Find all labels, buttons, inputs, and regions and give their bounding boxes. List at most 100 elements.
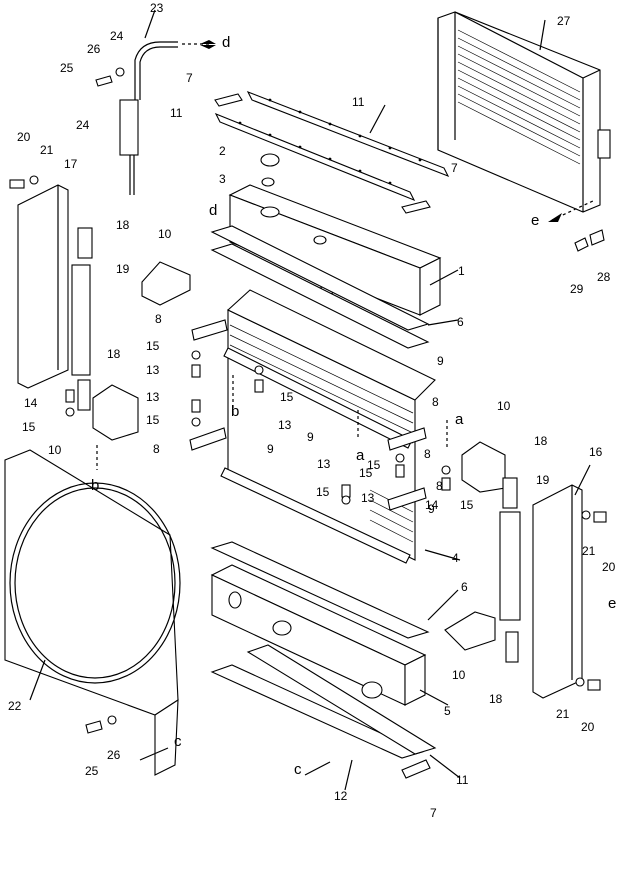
label-28: 28 [597, 270, 611, 284]
plate-8-d [387, 487, 427, 511]
label-b-upper: b [231, 403, 240, 420]
label-25-lower: 25 [85, 764, 99, 778]
label-15-d: 15 [359, 466, 373, 480]
gasket-6-upper [210, 225, 430, 331]
label-15-f: 15 [367, 458, 381, 472]
label-8-lower-right: 8 [436, 479, 443, 493]
label-6-upper: 6 [457, 315, 464, 329]
label-a-core: a [356, 447, 365, 464]
label-13-a: 13 [146, 363, 160, 377]
label-8-middle-right: 8 [424, 447, 431, 461]
bolt-25-lower [85, 720, 103, 734]
pipe-23 [134, 41, 178, 100]
label-18-right-lower: 18 [489, 692, 503, 706]
washer-26-lower [107, 715, 117, 725]
bracket-10-left [92, 384, 139, 441]
label-7-lower: 7 [430, 806, 437, 820]
label-15-g: 15 [460, 498, 474, 512]
label-20-right-lower: 20 [581, 720, 595, 734]
label-29: 29 [570, 282, 584, 296]
label-8-upper-left: 8 [155, 312, 162, 326]
label-15-c: 15 [146, 413, 160, 427]
label-18-middle-left: 18 [107, 347, 121, 361]
pad-18-upper-right [502, 477, 518, 509]
label-10-right-upper: 10 [497, 399, 511, 413]
plug-3 [261, 177, 275, 187]
bolt-28 [589, 229, 605, 246]
pad-18-lower-left [77, 379, 91, 411]
label-13-b: 13 [146, 390, 160, 404]
label-10-left: 10 [48, 443, 62, 457]
label-13-e: 13 [361, 491, 375, 505]
gasket-6-lower [210, 541, 430, 639]
strip-11-upper-a [246, 90, 450, 178]
label-b-lower: b [91, 477, 100, 494]
label-9-right-upper: 9 [437, 354, 444, 368]
label-c-left: c [174, 733, 182, 750]
strip-19-right [499, 511, 521, 621]
label-19-left: 19 [116, 262, 130, 276]
label-9-lower: 9 [428, 502, 435, 516]
strip-19-left [71, 264, 91, 376]
strip-9-a [223, 347, 413, 449]
pad-18-upper-left [77, 227, 93, 259]
label-7-upper: 7 [186, 71, 193, 85]
washer-29 [574, 237, 589, 252]
label-9-middle-2: 9 [267, 442, 274, 456]
label-21-right-lower: 21 [556, 707, 570, 721]
label-24-side: 24 [76, 118, 90, 132]
plate-7-lower [401, 759, 431, 779]
cap-2 [260, 153, 280, 167]
label-15-b: 15 [280, 390, 294, 404]
arrow-d-top [200, 40, 216, 49]
plate-7-right [401, 200, 431, 214]
bracket-10-right [461, 441, 506, 493]
strip-9-b [220, 467, 411, 564]
label-7-right: 7 [451, 161, 458, 175]
label-15-e: 15 [316, 485, 330, 499]
lower-tank-5 [210, 564, 427, 706]
label-23: 23 [150, 1, 164, 15]
label-26-top: 26 [87, 42, 101, 56]
label-18-right-upper: 18 [534, 434, 548, 448]
label-27: 27 [557, 14, 571, 28]
label-9-middle: 9 [307, 430, 314, 444]
label-11-lower: 11 [456, 773, 469, 787]
label-11-left: 11 [170, 106, 183, 120]
strip-11-upper-b [214, 112, 416, 202]
bracket-10-upper [141, 261, 191, 306]
label-26-lower: 26 [107, 748, 121, 762]
label-13-d: 13 [317, 457, 331, 471]
label-18-upper-left: 18 [116, 218, 130, 232]
label-15-a: 15 [146, 339, 160, 353]
plate-8-b [189, 427, 227, 451]
label-e-right: e [608, 595, 617, 612]
label-22: 22 [8, 699, 22, 713]
label-15-left: 15 [22, 420, 36, 434]
label-17: 17 [64, 157, 78, 171]
label-21-right-upper: 21 [582, 544, 596, 558]
fan-shroud-22 [4, 449, 181, 776]
label-10-lower: 10 [452, 668, 466, 682]
oil-cooler-27 [437, 11, 611, 213]
label-21-upper-left: 21 [40, 143, 54, 157]
washer-26 [115, 67, 125, 77]
plate-8-c [387, 427, 427, 451]
label-14-left: 14 [24, 396, 38, 410]
label-2: 2 [219, 144, 226, 158]
label-1: 1 [458, 264, 465, 278]
label-25-top: 25 [60, 61, 74, 75]
label-6-lower: 6 [461, 580, 468, 594]
bracket-10-lower [444, 611, 496, 651]
label-19-right: 19 [536, 473, 550, 487]
label-3: 3 [219, 172, 226, 186]
label-20-right-upper: 20 [602, 560, 616, 574]
label-4: 4 [452, 551, 459, 565]
label-d-top: d [222, 34, 231, 51]
bolt-25 [95, 75, 113, 87]
label-d-tank: d [209, 202, 218, 219]
label-12: 12 [334, 789, 348, 803]
label-c-lower: c [294, 761, 302, 778]
label-24-top: 24 [110, 29, 124, 43]
